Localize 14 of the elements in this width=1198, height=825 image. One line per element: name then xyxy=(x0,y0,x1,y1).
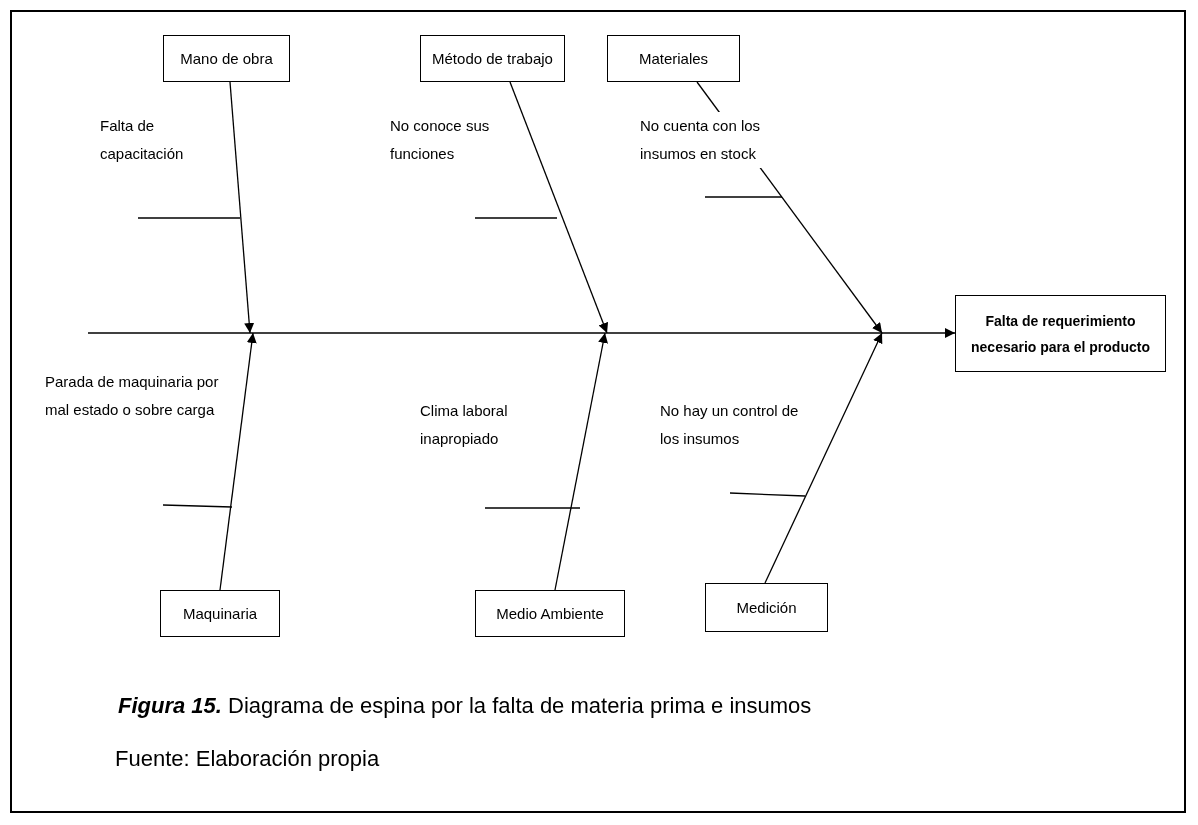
category-box: Maquinaria xyxy=(160,590,280,637)
category-box: Método de trabajo xyxy=(420,35,565,82)
figure-caption: Figura 15. Diagrama de espina por la falta de materia prima e insumos xyxy=(118,693,812,719)
spine-arrow xyxy=(87,328,956,338)
bone-arrow xyxy=(764,332,883,584)
category-box: Materiales xyxy=(607,35,740,82)
bone-arrow xyxy=(509,81,609,334)
bone-arrow xyxy=(229,81,255,334)
bone-arrow xyxy=(554,332,608,591)
effect-box: Falta de requerimiento necesario para el producto xyxy=(955,295,1166,372)
category-box: Medición xyxy=(705,583,828,632)
bone-arrow xyxy=(219,332,257,591)
category-box: Medio Ambiente xyxy=(475,590,625,637)
category-box: Mano de obra xyxy=(163,35,290,82)
